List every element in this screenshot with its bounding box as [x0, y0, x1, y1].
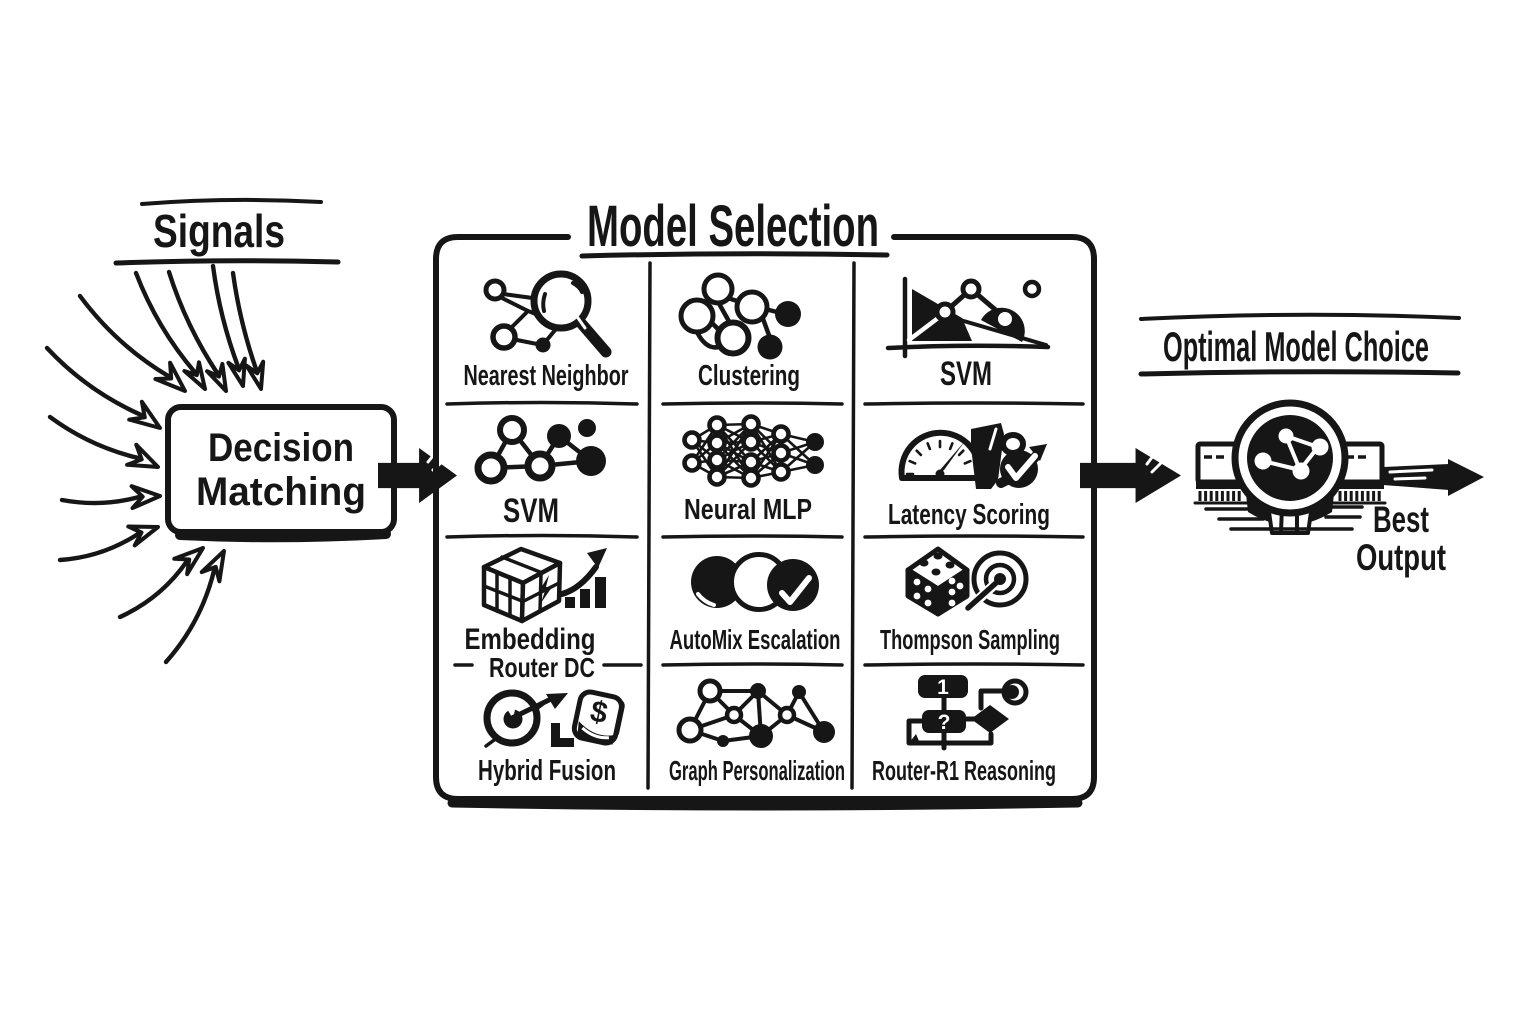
- svg-text:Decision: Decision: [208, 426, 354, 470]
- svg-text:Optimal Model Choice: Optimal Model Choice: [1163, 323, 1429, 370]
- svg-text:Neural MLP: Neural MLP: [684, 494, 812, 526]
- svg-text:Nearest Neighbor: Nearest Neighbor: [464, 360, 629, 392]
- svg-text:Matching: Matching: [196, 470, 366, 514]
- svg-text:Router-R1 Reasoning: Router-R1 Reasoning: [872, 755, 1056, 786]
- svg-text:1: 1: [937, 676, 949, 699]
- svg-text:Output: Output: [1356, 537, 1446, 578]
- svg-text:Hybrid Fusion: Hybrid Fusion: [478, 755, 616, 787]
- svg-text:SVM: SVM: [503, 492, 559, 530]
- svg-text:Signals: Signals: [153, 205, 285, 257]
- svg-text:Graph Personalization: Graph Personalization: [669, 755, 845, 786]
- svg-text:Best: Best: [1373, 499, 1429, 540]
- svg-text:Latency Scoring: Latency Scoring: [888, 499, 1050, 531]
- svg-text:SVM: SVM: [940, 355, 992, 393]
- svg-text:Embedding: Embedding: [465, 623, 596, 656]
- svg-text:AutoMix Escalation: AutoMix Escalation: [670, 624, 841, 655]
- svg-text:$: $: [587, 695, 610, 731]
- svg-text:?: ?: [938, 711, 951, 734]
- svg-text:Thompson Sampling: Thompson Sampling: [880, 624, 1060, 655]
- svg-text:Model Selection: Model Selection: [587, 194, 879, 259]
- svg-text:Router DC: Router DC: [489, 652, 595, 683]
- svg-text:Clustering: Clustering: [698, 360, 800, 392]
